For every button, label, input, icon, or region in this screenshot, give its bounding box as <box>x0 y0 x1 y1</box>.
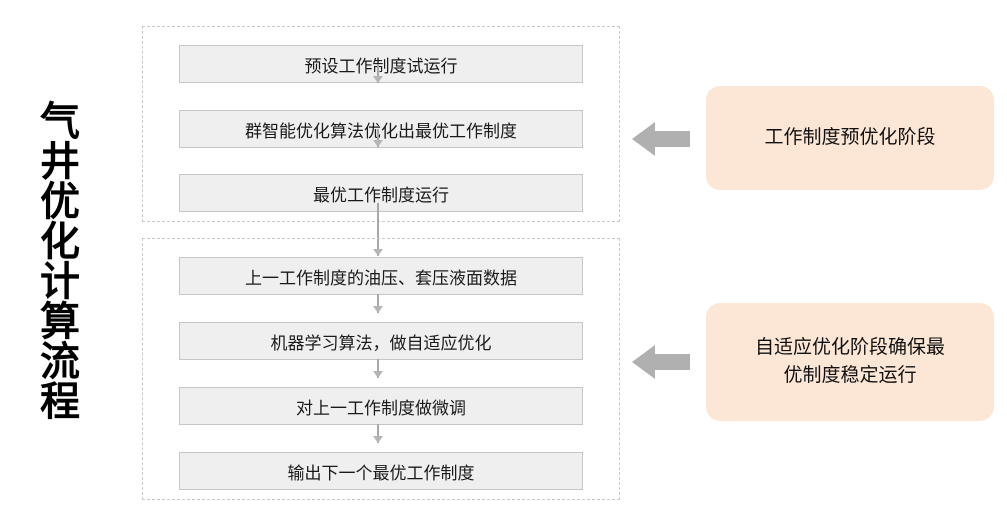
callout-text-line: 自适应优化阶段确保最 <box>754 336 945 358</box>
arrow-left-tip <box>632 122 655 156</box>
process-step-box[interactable]: 预设工作制度试运行 <box>179 45 583 83</box>
process-step-box[interactable]: 群智能优化算法优化出最优工作制度 <box>179 110 583 148</box>
arrow-left-tip <box>632 345 655 379</box>
process-step-box[interactable]: 上一工作制度的油压、套压液面数据 <box>179 257 583 295</box>
process-step-box[interactable]: 机器学习算法，做自适应优化 <box>179 322 583 360</box>
arrow-left-tail <box>654 131 690 147</box>
arrow-left-tail <box>654 354 690 370</box>
callout-text-line: 工作制度预优化阶段 <box>764 126 936 148</box>
process-step-box[interactable]: 最优工作制度运行 <box>179 174 583 212</box>
process-step-box[interactable]: 对上一工作制度做微调 <box>179 387 583 425</box>
process-step-box[interactable]: 输出下一个最优工作制度 <box>179 452 583 490</box>
phase-group-adaptive-optimization: 上一工作制度的油压、套压液面数据 机器学习算法，做自适应优化 对上一工作制度做微… <box>142 238 620 500</box>
arrow-left-icon-adaptive-optimization <box>632 345 690 379</box>
diagram-vertical-title: 气井优化计算流程 <box>34 100 78 420</box>
callout-text-line: 优制度稳定运行 <box>783 365 917 386</box>
phase-group-pre-optimization: 预设工作制度试运行 群智能优化算法优化出最优工作制度 最优工作制度运行 <box>142 26 620 222</box>
callout-panel-adaptive-optimization: 自适应优化阶段确保最 优制度稳定运行 <box>706 303 994 421</box>
callout-panel-pre-optimization: 工作制度预优化阶段 <box>706 86 994 190</box>
arrow-left-icon-pre-optimization <box>632 122 690 156</box>
